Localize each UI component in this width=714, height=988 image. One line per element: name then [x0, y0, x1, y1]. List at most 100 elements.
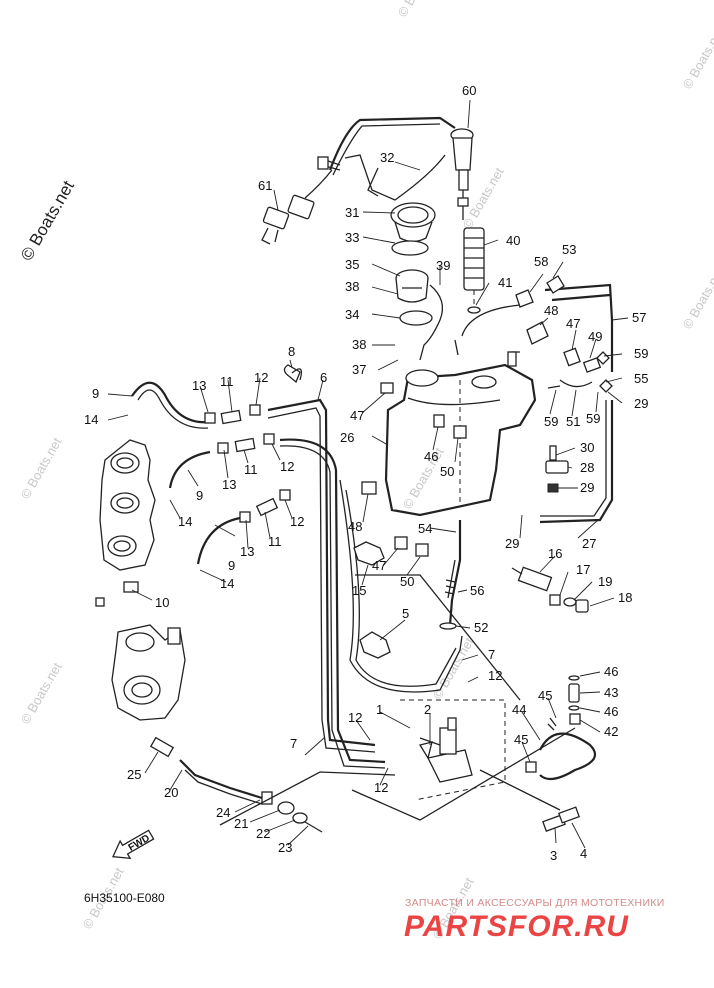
drain-hose-54 — [448, 520, 462, 626]
callout-21: 21 — [234, 816, 248, 831]
callout-38: 38 — [345, 279, 359, 294]
callout-42: 42 — [604, 724, 618, 739]
callout-45: 45 — [514, 732, 528, 747]
fittings-right — [454, 275, 613, 393]
callout-12: 12 — [290, 514, 304, 529]
callout-27: 27 — [582, 536, 596, 551]
callout-14: 14 — [178, 514, 192, 529]
footer-brand-logo: PARTSFOR.RU — [404, 910, 629, 943]
callout-47: 47 — [372, 558, 386, 573]
callout-41: 41 — [498, 275, 512, 290]
callout-55: 55 — [634, 371, 648, 386]
callout-11: 11 — [244, 462, 258, 477]
hose-20-group — [149, 736, 323, 833]
filter-43-group — [525, 675, 597, 781]
callout-56: 56 — [470, 583, 484, 598]
callout-39: 39 — [436, 258, 450, 273]
callout-17: 17 — [576, 562, 590, 577]
callout-59: 59 — [634, 346, 648, 361]
callout-11: 11 — [268, 534, 282, 549]
fwd-arrow: FWD — [112, 829, 155, 860]
callout-13: 13 — [222, 477, 236, 492]
copyright-watermark: © Boats.net — [17, 177, 78, 264]
callout-50: 50 — [400, 574, 414, 589]
callout-15: 15 — [352, 583, 366, 598]
footer-tagline: ЗАПЧАСТИ И АКСЕССУАРЫ ДЛЯ МОТОТЕХНИКИ — [405, 897, 665, 909]
bracket-28 — [545, 445, 569, 493]
watermark: © Boats.net — [430, 635, 477, 702]
callout-46: 46 — [604, 704, 618, 719]
lower-block — [111, 624, 186, 721]
callout-34: 33 — [345, 230, 359, 245]
hose-7b — [339, 479, 463, 693]
callout-52: 52 — [474, 620, 488, 635]
callout-13: 13 — [240, 544, 254, 559]
fitting-16-group — [511, 566, 589, 613]
callout-50: 50 — [440, 464, 454, 479]
callout-2: 2 — [424, 702, 431, 717]
tank-plugs — [361, 382, 467, 557]
callout-48: 48 — [544, 303, 558, 318]
callout-12: 12 — [348, 710, 362, 725]
callout-19: 19 — [598, 574, 612, 589]
watermark: © Boats.net — [18, 435, 65, 502]
callout-11: 11 — [220, 374, 234, 389]
callout-51: 51 — [566, 414, 580, 429]
callout-7: 7 — [290, 736, 297, 751]
watermark: © Boats.net — [395, 0, 442, 19]
watermark: © Boats.net — [18, 660, 65, 727]
figure-code: 6H35100-E080 — [84, 891, 165, 905]
cap-32 — [390, 202, 436, 243]
callout-8: 8 — [288, 344, 295, 359]
hose-27 — [539, 400, 614, 524]
callout-47: 46 — [424, 449, 438, 464]
callout-14: 14 — [220, 576, 234, 591]
callout-48: 48 — [348, 519, 362, 534]
callout-20: 20 — [164, 785, 178, 800]
neck-36 — [395, 269, 429, 303]
watermark: © Boats.net — [680, 265, 714, 332]
callout-18: 18 — [618, 590, 632, 605]
callout-22: 22 — [256, 826, 270, 841]
oil-pump-1 — [400, 699, 581, 832]
callout-30: 30 — [580, 440, 594, 455]
callout-12: 12 — [374, 780, 388, 795]
callout-6: 6 — [320, 370, 327, 385]
callout-1: 1 — [376, 702, 383, 717]
oil-tank-26 — [384, 351, 537, 517]
callout-45: 45 — [538, 688, 552, 703]
watermark: © Boats.net — [680, 25, 714, 92]
callout-7: 7 — [488, 647, 495, 662]
clamps-5-15 — [291, 368, 391, 659]
callout-33: 32 — [380, 150, 394, 165]
callout-59: 59 — [544, 414, 558, 429]
callout-40: 40 — [506, 233, 520, 248]
callout-9: 9 — [92, 386, 99, 401]
callout-37: 37 — [352, 362, 366, 377]
callout-49: 49 — [588, 329, 602, 344]
check-valves — [204, 364, 301, 523]
wire-harness-33 — [317, 116, 456, 201]
callout-9: 9 — [228, 558, 235, 573]
callout-24: 24 — [216, 805, 230, 820]
callout-60: 60 — [462, 83, 476, 98]
callout-25: 25 — [127, 767, 141, 782]
callout-12: 12 — [280, 459, 294, 474]
sensor-60 — [450, 128, 474, 220]
clip-52 — [439, 622, 457, 630]
callout-38: 38 — [352, 337, 366, 352]
callout-26: 26 — [340, 430, 354, 445]
callout-3: 3 — [550, 848, 557, 863]
callout-28: 28 — [580, 460, 594, 475]
chain-39 — [419, 284, 444, 361]
hose-9-upper — [131, 381, 211, 424]
callout-57: 57 — [632, 310, 646, 325]
callout-32: 31 — [345, 205, 359, 220]
callout-54: 54 — [418, 521, 432, 536]
callout-44: 44 — [512, 702, 526, 717]
hose-6 — [267, 398, 376, 747]
callout-29: 29 — [505, 536, 519, 551]
callout-46: 46 — [604, 664, 618, 679]
callout-12: 12 — [488, 668, 502, 683]
callout-47: 47 — [566, 316, 580, 331]
